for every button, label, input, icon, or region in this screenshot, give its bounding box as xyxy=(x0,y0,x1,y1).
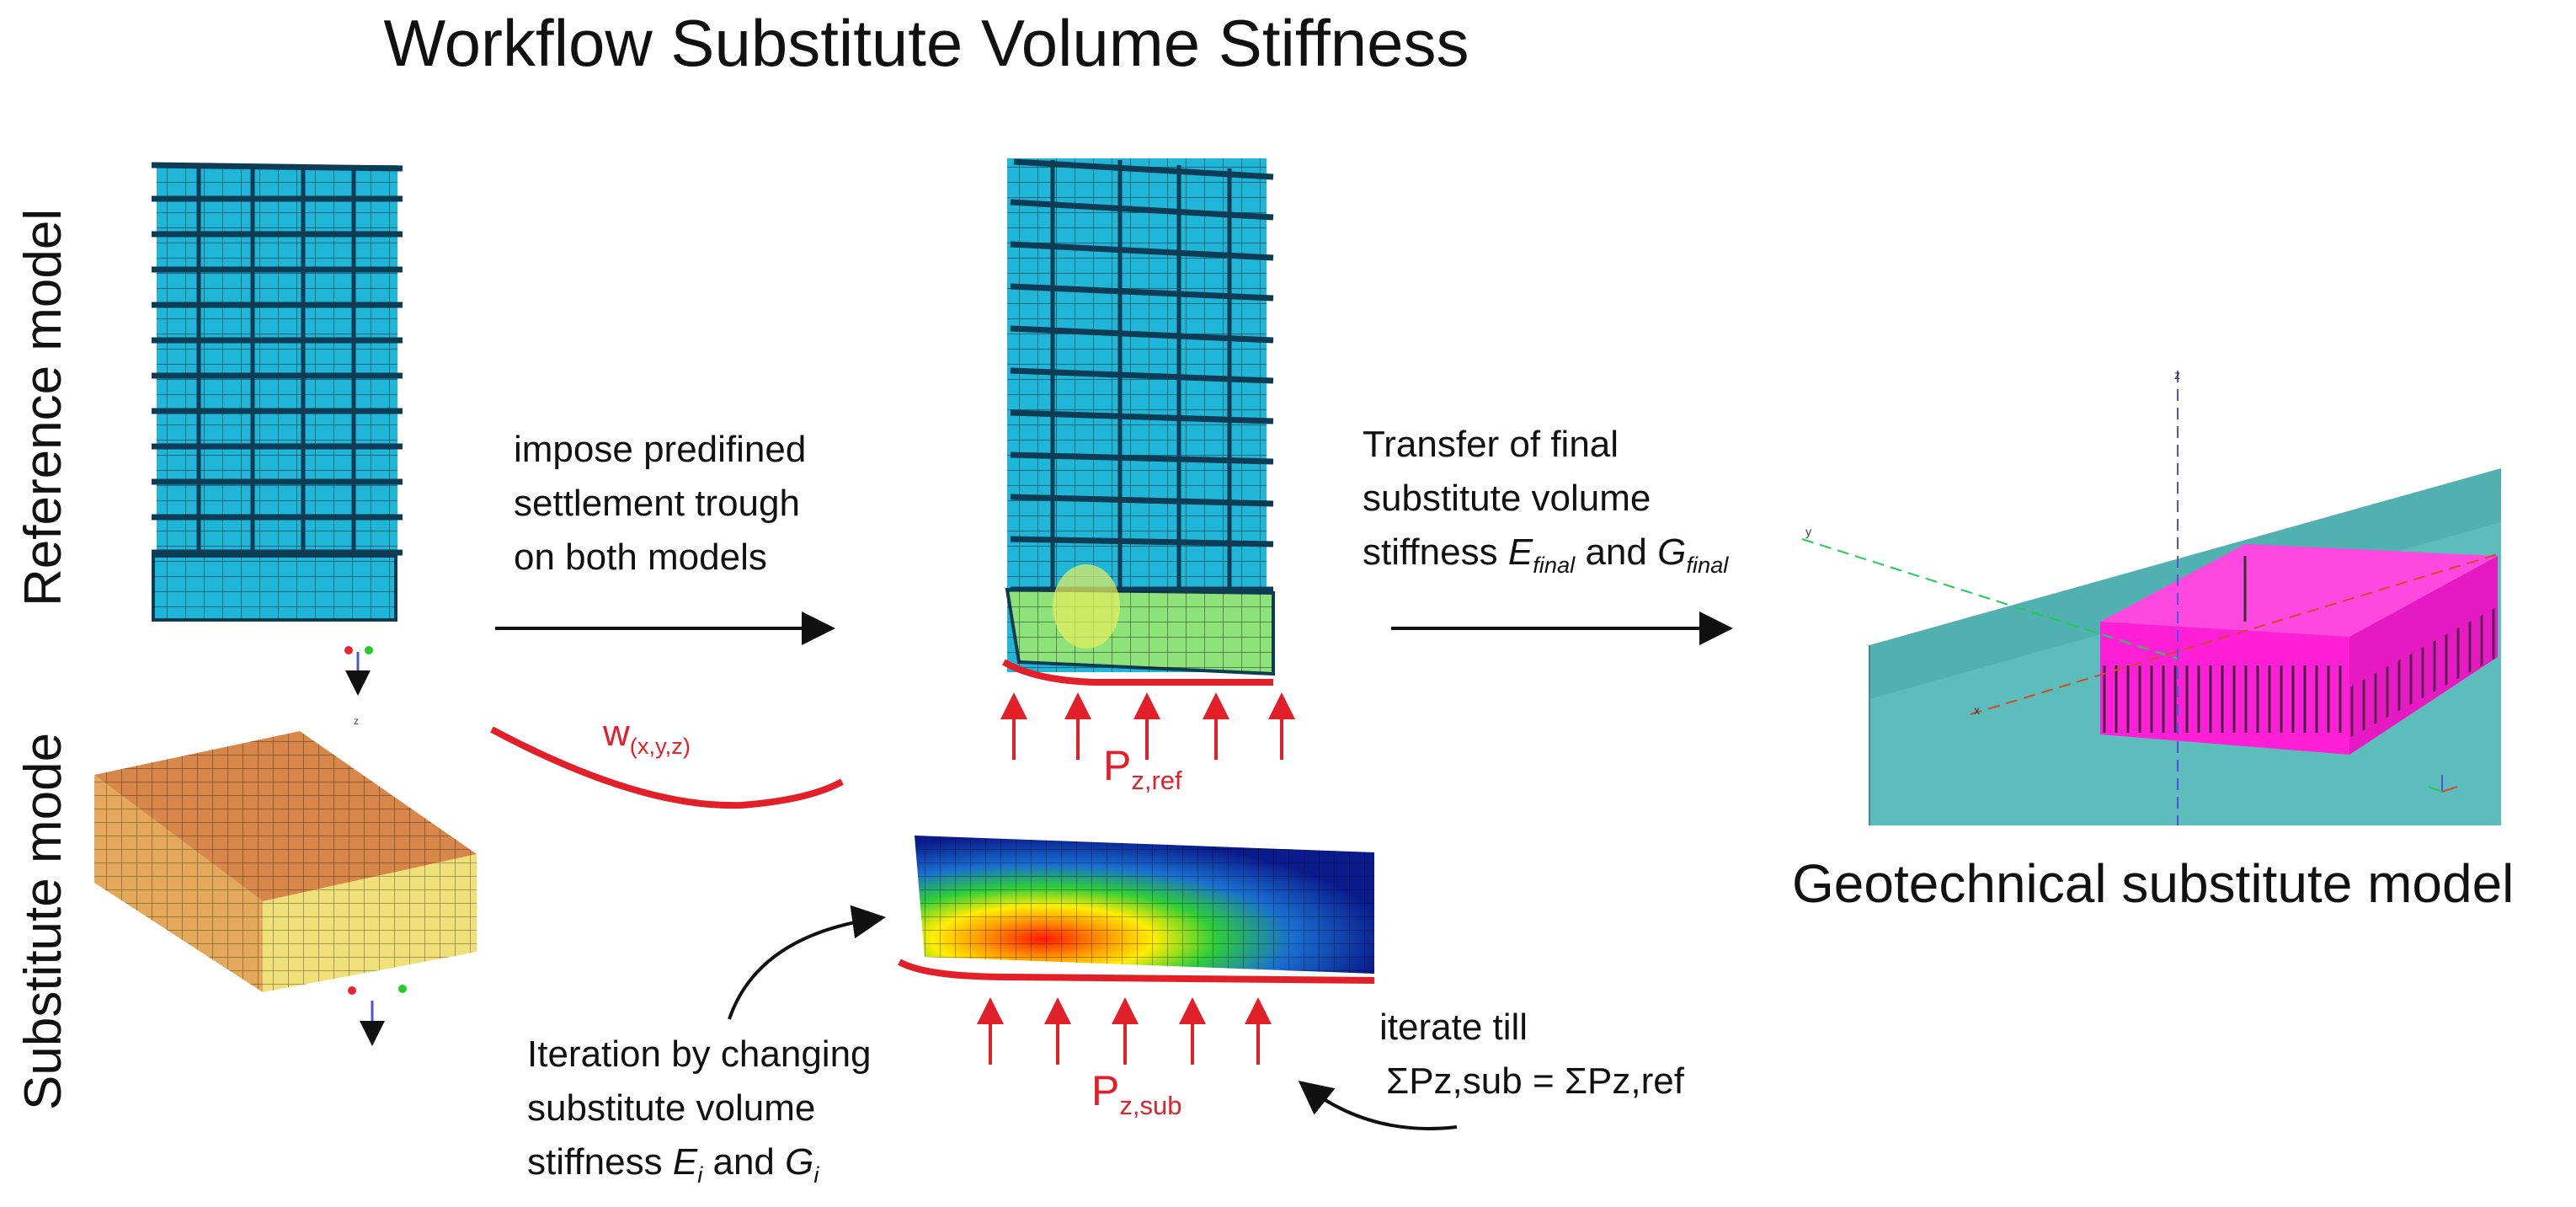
iteration-curved-arrow xyxy=(728,905,886,1020)
pz-ref-label: Pz,ref xyxy=(1103,742,1182,795)
geo-axis-x-label: x xyxy=(1974,703,1980,717)
svg-text:z: z xyxy=(354,715,359,727)
iterate-text: iterate till ΣPz,sub = ΣPz,ref xyxy=(1379,1007,1684,1102)
settlement-trough-label: w(x,y,z) xyxy=(603,713,691,759)
geotechnical-model: z x y xyxy=(1801,368,2501,825)
substitute-block-model xyxy=(94,731,477,1046)
pz-ref-arrows xyxy=(1000,692,1295,760)
geotechnical-model-label: Geotechnical substitute model xyxy=(1792,853,2515,914)
reference-building-model: z xyxy=(151,162,403,727)
geo-axis-y-label: y xyxy=(1805,525,1811,538)
pz-sub-arrows xyxy=(977,997,1272,1065)
sub-support-curve xyxy=(898,959,1375,984)
settlement-trough-curve xyxy=(490,726,844,809)
ref-support-curve xyxy=(1001,659,1273,686)
deformed-building-model xyxy=(1005,158,1275,676)
iteration-text: Iteration by changing substitute volume … xyxy=(527,1033,872,1188)
page-title: Workflow Substitute Volume Stiffness xyxy=(383,6,1469,80)
step1-text: impose predifined settlement trough on b… xyxy=(514,429,807,578)
iterate-curved-arrow xyxy=(1298,1081,1458,1130)
geo-axis-z-label: z xyxy=(2174,368,2180,382)
step2-text: Transfer of final substitute volume stif… xyxy=(1363,424,1729,578)
heatmap-substitute-model xyxy=(915,836,1374,974)
pz-sub-label: Pz,sub xyxy=(1091,1067,1182,1120)
